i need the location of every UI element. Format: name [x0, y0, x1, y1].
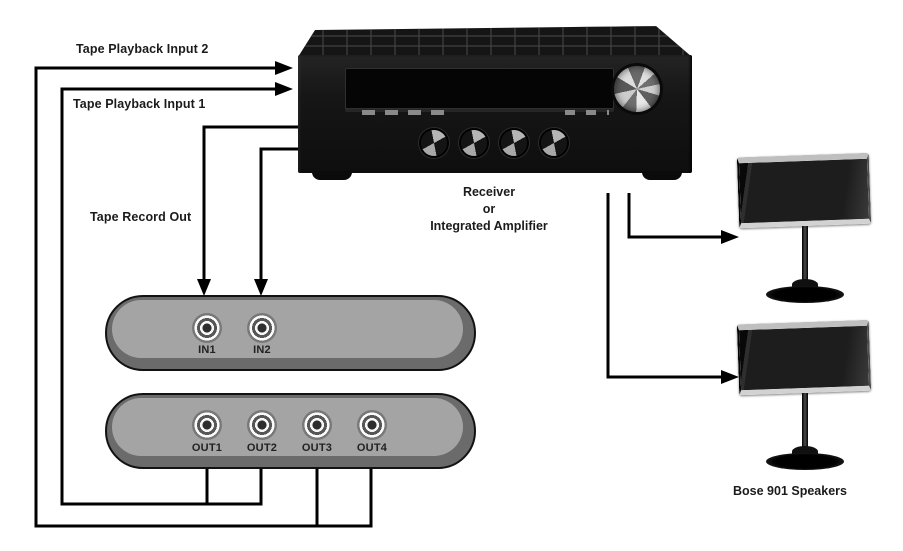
- jack-label-out4: OUT4: [356, 442, 388, 454]
- receiver-foot-right: [642, 171, 682, 180]
- speaker-2-base: [766, 453, 844, 470]
- jack-label-out1: OUT1: [191, 442, 223, 454]
- speaker-1-cabinet: [736, 152, 872, 229]
- receiver-button-row-right: [565, 110, 609, 115]
- receiver-display: [345, 68, 614, 109]
- label-bose-901-speakers: Bose 901 Speakers: [733, 484, 847, 498]
- receiver-button-row-left: [362, 110, 450, 115]
- receiver-image: [298, 26, 692, 180]
- arrowhead-speaker-1-icon: [721, 230, 739, 244]
- rca-jack-out4-icon: [357, 410, 387, 440]
- rca-jack-in1-icon: [192, 313, 222, 343]
- speaker-1-stand: [802, 226, 808, 286]
- receiver-knob-2-icon: [461, 130, 487, 156]
- receiver-caption-line-2: or: [482, 202, 496, 216]
- receiver-knob-3-icon: [501, 130, 527, 156]
- rca-jack-out3-icon: [302, 410, 332, 440]
- speaker-1-base: [766, 286, 844, 303]
- jack-label-out2: OUT2: [246, 442, 278, 454]
- receiver-foot-left: [312, 171, 352, 180]
- arrowhead-in2-icon: [254, 279, 268, 296]
- receiver-knob-1-icon: [421, 130, 447, 156]
- speaker-2-stand-cone: [792, 446, 818, 457]
- speaker-2-stand: [802, 393, 808, 453]
- arrowhead-playback-1-icon: [275, 82, 293, 96]
- arrowhead-speaker-2-icon: [721, 370, 739, 384]
- speaker-1-stand-cone: [792, 279, 818, 290]
- speaker-1: [736, 150, 876, 305]
- label-tape-playback-input-1: Tape Playback Input 1: [73, 97, 206, 111]
- rca-jack-out2-icon: [247, 410, 277, 440]
- jack-label-out3: OUT3: [301, 442, 333, 454]
- receiver-caption-line-1: Receiver: [462, 185, 516, 199]
- wire-record-out-2: [259, 147, 299, 282]
- tape-output-unit: OUT1 OUT2 OUT3 OUT4: [105, 393, 476, 469]
- label-tape-record-out: Tape Record Out: [90, 210, 192, 224]
- receiver-caption-line-3: Integrated Amplifier: [430, 219, 548, 233]
- wire-record-out-1: [202, 125, 299, 282]
- arrowhead-in1-icon: [197, 279, 211, 296]
- wire-speaker-1: [627, 193, 723, 239]
- tape-output-unit-face: [112, 398, 463, 456]
- receiver-caption: Receiver or Integrated Amplifier: [389, 184, 589, 235]
- speaker-2-cabinet: [736, 319, 872, 396]
- tape-input-unit: IN1 IN2: [105, 295, 476, 371]
- wire-tape-playback-2: [34, 66, 373, 528]
- rca-jack-out1-icon: [192, 410, 222, 440]
- label-tape-playback-input-2: Tape Playback Input 2: [76, 42, 209, 56]
- wire-speaker-2: [606, 193, 723, 379]
- receiver-top-vents: [298, 26, 692, 57]
- arrowhead-playback-2-icon: [275, 61, 293, 75]
- jack-label-in1: IN1: [198, 344, 216, 356]
- receiver-volume-knob-icon: [614, 66, 660, 112]
- tape-input-unit-face: [112, 300, 463, 358]
- jack-label-in2: IN2: [253, 344, 271, 356]
- wire-tape-playback-1: [60, 87, 278, 506]
- rca-jack-in2-icon: [247, 313, 277, 343]
- speaker-2: [736, 317, 876, 472]
- receiver-front-panel: [298, 55, 692, 173]
- receiver-knob-4-icon: [541, 130, 567, 156]
